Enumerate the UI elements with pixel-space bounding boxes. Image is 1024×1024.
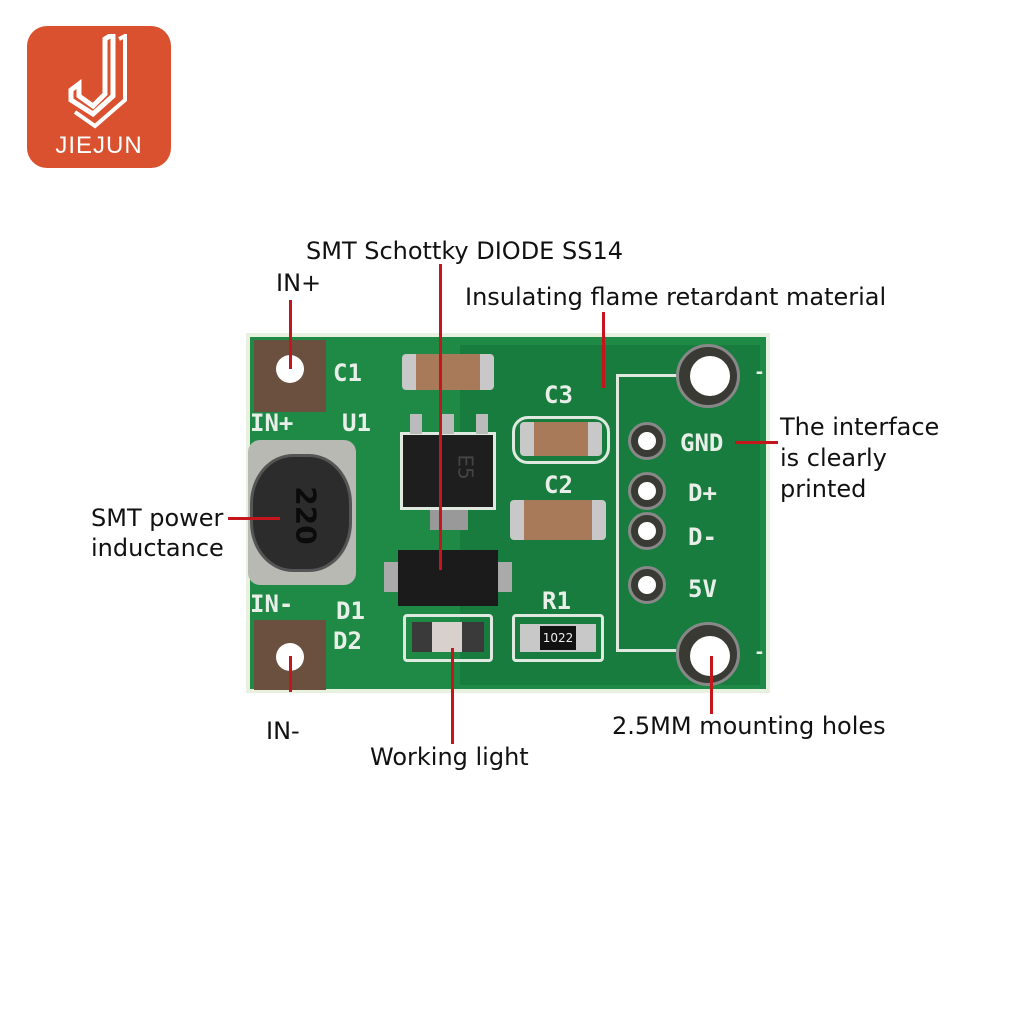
- diode-leader: [439, 264, 442, 570]
- interface-leader: [735, 441, 778, 444]
- label-working-light: Working light: [370, 743, 529, 771]
- brand-logo: JIEJUN: [27, 26, 171, 168]
- silk-d2: D2: [333, 627, 362, 655]
- silk-gnd: GND: [680, 429, 724, 457]
- silk-minus-top: -: [754, 362, 765, 383]
- silk-in-minus: IN-: [250, 590, 294, 618]
- label-insulating: Insulating flame retardant material: [465, 283, 887, 311]
- label-interface-2: is clearly: [780, 444, 887, 472]
- label-inductor-2: inductance: [91, 534, 224, 562]
- interface-bracket: [616, 374, 676, 652]
- silk-minus-bottom: -: [754, 642, 765, 663]
- silk-d-minus: D-: [688, 523, 717, 551]
- label-diode: SMT Schottky DIODE SS14: [306, 237, 623, 265]
- u1-marking: E5: [453, 454, 478, 480]
- label-interface-1: The interface: [780, 413, 940, 441]
- capacitor-c1: [402, 354, 494, 390]
- silk-c3: C3: [544, 381, 573, 409]
- working-light-leader: [451, 648, 454, 744]
- u1-chip: E5: [400, 432, 496, 510]
- insulating-leader: [602, 312, 605, 388]
- resistor-marking: 1022: [540, 626, 576, 650]
- silk-5v: 5V: [688, 575, 717, 603]
- silk-in-plus: IN+: [250, 409, 294, 437]
- silk-d1: D1: [336, 597, 365, 625]
- label-in-minus: IN-: [266, 717, 300, 745]
- silk-c1: C1: [333, 359, 362, 387]
- label-in-plus: IN+: [276, 269, 322, 297]
- in-plus-leader: [289, 300, 292, 369]
- capacitor-c2: [510, 500, 606, 540]
- silk-d-plus: D+: [688, 479, 717, 507]
- label-mounting-holes: 2.5MM mounting holes: [612, 712, 886, 740]
- label-interface-3: printed: [780, 475, 867, 503]
- in-minus-leader: [289, 656, 292, 692]
- inductor-marking: 220: [289, 486, 323, 545]
- resistor-r1: [512, 614, 604, 662]
- inductor-leader: [228, 517, 280, 520]
- logo-j-icon: [68, 34, 127, 129]
- silk-c2: C2: [544, 471, 573, 499]
- led-d2: [403, 614, 493, 662]
- silk-u1: U1: [342, 409, 371, 437]
- label-inductor-1: SMT power: [91, 504, 224, 532]
- capacitor-c3: [520, 422, 602, 456]
- mounting-holes-leader: [710, 656, 713, 714]
- logo-text: JIEJUN: [55, 132, 143, 159]
- silk-r1: R1: [542, 587, 571, 615]
